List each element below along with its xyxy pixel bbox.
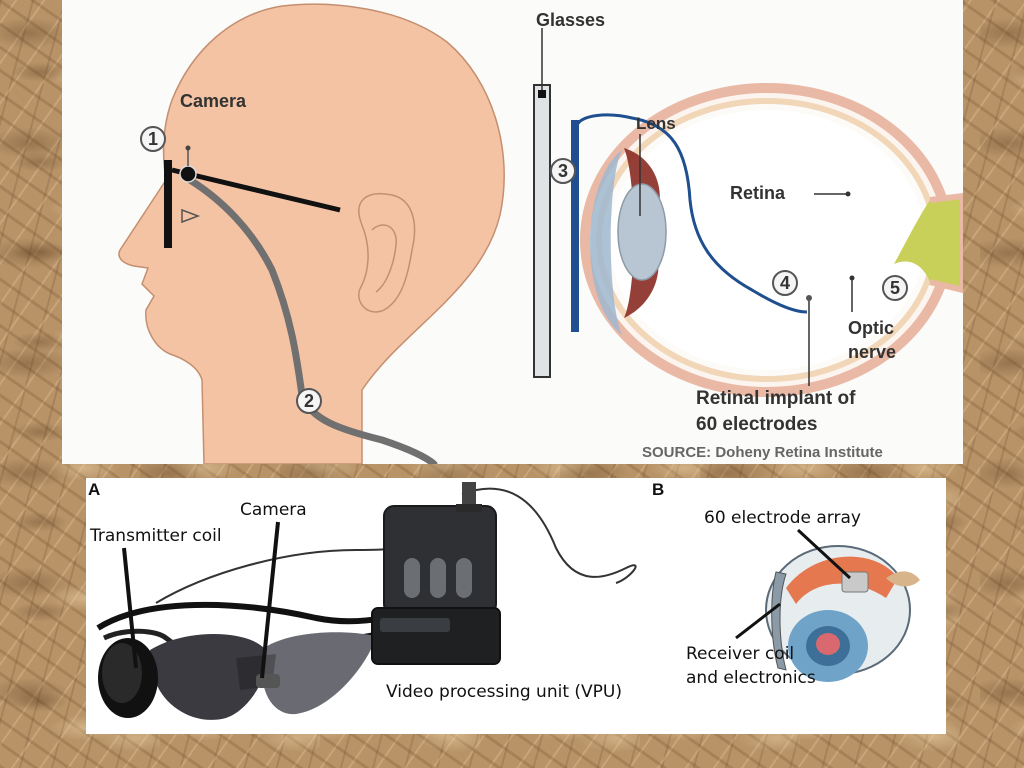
marker-5: 5	[882, 275, 908, 301]
top-diagram-panel: 1 2 3 4 5 Camera Glasses Lens Retina Opt…	[62, 0, 963, 464]
optic-nerve	[894, 196, 963, 290]
label-camera-photo: Camera	[240, 500, 307, 520]
blood-vessel	[575, 113, 808, 314]
ear	[358, 193, 416, 313]
marker-2: 2	[296, 388, 322, 414]
camera-cable	[186, 176, 438, 464]
eye-implant-illustration	[765, 545, 920, 682]
eyeball	[571, 83, 963, 397]
top-diagram-svg	[118, 3, 963, 464]
lens-left	[150, 634, 268, 720]
marker-3: 3	[550, 158, 576, 184]
vpu-cable	[461, 487, 637, 584]
label-electrode-array: 60 electrode array	[704, 508, 861, 528]
camera-lens	[179, 165, 197, 183]
glasses-front	[164, 160, 172, 248]
label-glasses: Glasses	[536, 10, 606, 30]
label-transmitter-coil: Transmitter coil	[90, 526, 222, 546]
head-silhouette	[118, 3, 505, 464]
label-and-electronics: and electronics	[686, 668, 816, 688]
panel-letter-a: A	[88, 480, 101, 499]
source-credit: SOURCE: Doheny Retina Institute	[642, 444, 883, 461]
glasses-arm	[171, 167, 341, 213]
label-retina: Retina	[730, 183, 786, 203]
bottom-photo-panel: A B Transmitter coil Camera Video proces…	[86, 478, 946, 734]
label-receiver-coil: Receiver coil	[686, 644, 795, 664]
label-camera: Camera	[180, 91, 247, 111]
lens-right	[261, 632, 376, 715]
label-implant-line1: Retinal implant of	[696, 388, 856, 409]
marker-4: 4	[772, 270, 798, 296]
eye-lens	[617, 183, 667, 281]
label-implant-line2: 60 electrodes	[696, 414, 818, 435]
bottom-diagram-svg	[96, 482, 920, 720]
marker-1: 1	[140, 126, 166, 152]
panel-letter-b: B	[652, 480, 665, 499]
label-nerve: nerve	[848, 342, 897, 362]
vpu-device	[371, 482, 501, 665]
receiver-coil	[771, 571, 787, 671]
glasses-side-bar	[533, 84, 551, 378]
label-lens: Lens	[636, 114, 676, 133]
label-optic: Optic	[848, 318, 895, 338]
label-vpu: Video processing unit (VPU)	[386, 682, 622, 702]
